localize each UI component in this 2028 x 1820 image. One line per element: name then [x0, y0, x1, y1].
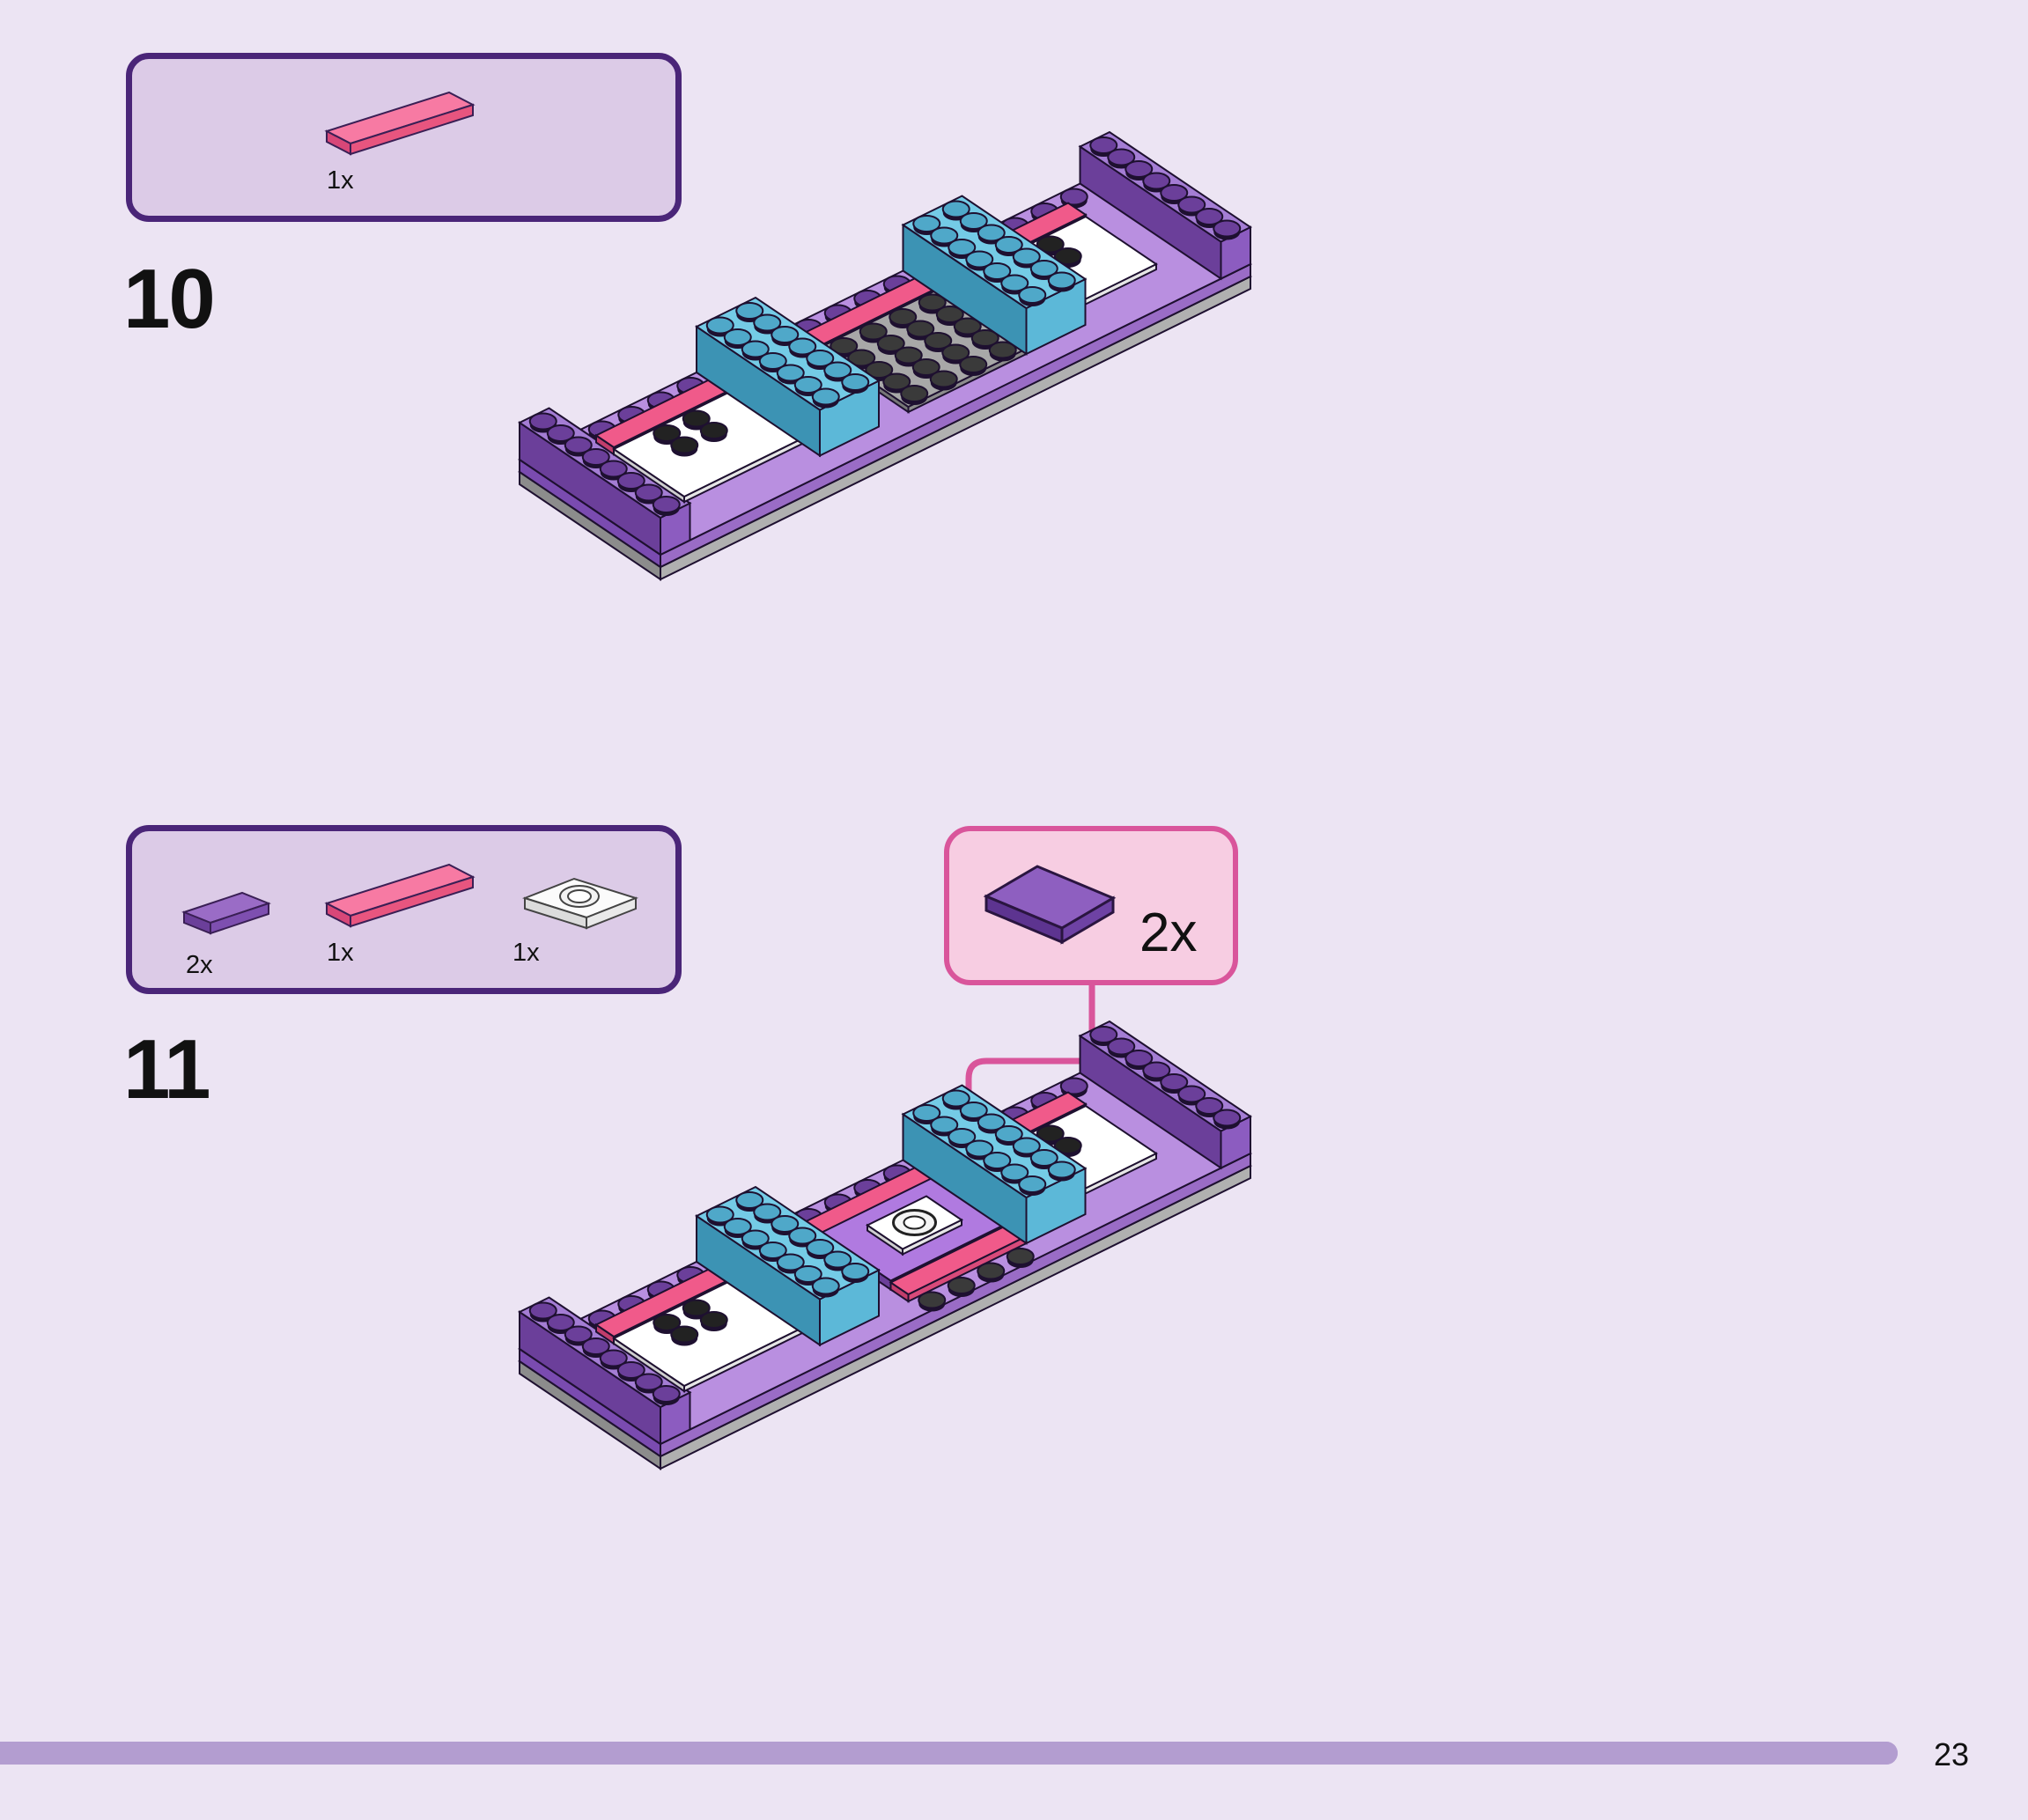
part-quantity: 1x [513, 939, 540, 967]
page-progress-fill [0, 1742, 1898, 1765]
model-step-10 [493, 114, 1603, 753]
white-jumper-plate-icon [521, 877, 639, 930]
sub-step-callout: 2x [944, 826, 1238, 985]
part-purple-tile-1x2: 2x [181, 886, 277, 979]
part-pink-tile-1x4: 1x [321, 858, 480, 967]
page-progress-bar [0, 1742, 1898, 1765]
part-quantity: 1x [327, 939, 354, 967]
parts-list-step-10: 1x [126, 53, 682, 222]
purple-tile-icon [181, 891, 271, 935]
part-quantity: 1x [327, 166, 354, 195]
arrow-icon [965, 1057, 1092, 1294]
purple-tile-icon [983, 865, 1117, 945]
build-model-illustration [518, 1020, 1252, 1470]
step-number: 11 [123, 1022, 210, 1116]
part-white-jumper-plate: 1x [513, 866, 643, 967]
part-pink-tile-1x4: 1x [321, 85, 480, 195]
build-model-illustration [518, 130, 1252, 581]
pink-tile-icon [324, 863, 476, 928]
page-number: 23 [1934, 1736, 1970, 1772]
part-quantity: 2x [186, 951, 213, 979]
parts-list-step-11: 2x 1x 1x [126, 825, 682, 994]
model-step-11 [493, 1004, 1603, 1642]
callout-quantity: 2x [1139, 903, 1198, 963]
pink-tile-icon [324, 91, 476, 156]
step-number: 10 [123, 252, 216, 346]
